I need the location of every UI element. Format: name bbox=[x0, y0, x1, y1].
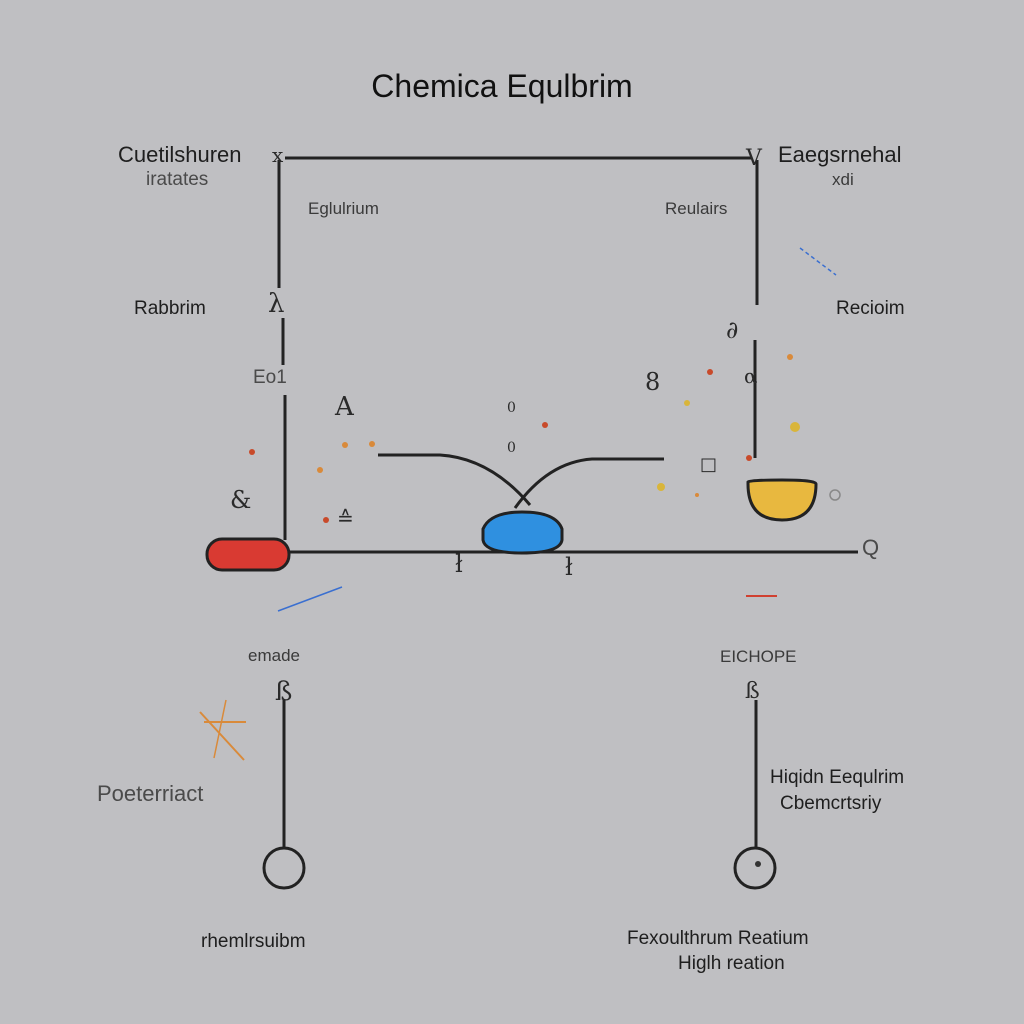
right-endpoint-circle bbox=[733, 846, 777, 890]
label-bottom-right-line2: Higlh reation bbox=[678, 953, 785, 974]
particle bbox=[707, 369, 713, 375]
label-lower-left-top: emade bbox=[248, 646, 300, 665]
label-inner-left: Eglulrium bbox=[308, 199, 379, 218]
glyph-top-right: V bbox=[745, 146, 763, 171]
glyph-right-stem: ß bbox=[745, 679, 760, 704]
glyph-center-bottom: 0 bbox=[507, 440, 516, 456]
label-left-small: Eo1 bbox=[253, 367, 287, 388]
particle bbox=[695, 493, 699, 497]
particle bbox=[369, 441, 375, 447]
left-endpoint-circle bbox=[262, 846, 306, 890]
frame-lines bbox=[277, 156, 858, 848]
label-lower-right-top: EICHOPE bbox=[720, 647, 797, 666]
center-dish bbox=[481, 510, 564, 555]
glyph-right-box: □ bbox=[700, 454, 717, 475]
particle bbox=[657, 483, 665, 491]
stray-strokes bbox=[199, 247, 837, 761]
label-bottom-right-line1: Fexoulthrum Reatium bbox=[627, 928, 809, 949]
label-top-left-line2: iratates bbox=[146, 169, 209, 190]
label-lower-right-side-line1: Hiqidn Eequlrim bbox=[770, 767, 905, 788]
glyph-delta: A bbox=[334, 392, 355, 422]
product-dish bbox=[746, 478, 818, 522]
label-top-left-line1: Cuetilshuren bbox=[118, 142, 242, 167]
reactant-dish bbox=[205, 537, 291, 572]
particle bbox=[829, 489, 841, 501]
glyph-eight: 8 bbox=[645, 368, 660, 396]
particle bbox=[746, 455, 752, 461]
particle bbox=[317, 467, 323, 473]
glyph-left-symbol: λ bbox=[268, 289, 284, 319]
glyph-left-stem: ß bbox=[275, 677, 292, 707]
right-endpoint-dot bbox=[755, 861, 761, 867]
label-inner-right: Reulairs bbox=[665, 199, 728, 218]
reverse-reaction-curve bbox=[513, 457, 664, 509]
label-bottom-left: rhemlrsuibm bbox=[201, 931, 306, 952]
glyph-right-symbol: ∂ bbox=[726, 316, 738, 344]
particle bbox=[342, 442, 348, 448]
blue-stroke bbox=[277, 586, 343, 612]
label-top-right-line1: Eaegsrnehal bbox=[778, 142, 902, 167]
orange-stroke-a bbox=[199, 711, 245, 761]
particle bbox=[787, 354, 793, 360]
glyph-center-top: 0 bbox=[507, 400, 516, 416]
glyph-right-mark: α bbox=[744, 364, 758, 388]
label-axis-end: Q bbox=[862, 535, 880, 560]
label-mid-right: Recioim bbox=[836, 298, 905, 319]
glyph-axis-right: ł bbox=[565, 553, 573, 581]
annotation-glyphs: x V λ ∂ A 8 α ł ł ß ß & ≙ □ 0 0 bbox=[230, 143, 763, 707]
blue-dashed-stroke bbox=[799, 247, 837, 276]
reaction-curves bbox=[378, 453, 664, 509]
particle bbox=[249, 449, 255, 455]
glyph-top-left: x bbox=[272, 143, 284, 167]
particle bbox=[684, 400, 690, 406]
glyph-axis-left: ł bbox=[455, 550, 463, 578]
particle bbox=[790, 422, 800, 432]
forward-reaction-curve bbox=[378, 453, 532, 506]
particle bbox=[542, 422, 548, 428]
label-lower-left-side: Poeterriact bbox=[97, 781, 204, 806]
particle bbox=[323, 517, 329, 523]
glyph-left-small: ≙ bbox=[337, 506, 354, 530]
glyph-left-dish: & bbox=[230, 486, 251, 514]
orange-stroke-c bbox=[213, 699, 227, 759]
label-lower-right-side-line2: Cbemcrtsriy bbox=[780, 793, 882, 814]
label-top-right-line2: xdi bbox=[832, 170, 854, 189]
label-mid-left: Rabbrim bbox=[134, 298, 206, 319]
diagram-title: Chemica Equlbrim bbox=[371, 68, 633, 104]
reaction-particles bbox=[249, 354, 841, 523]
